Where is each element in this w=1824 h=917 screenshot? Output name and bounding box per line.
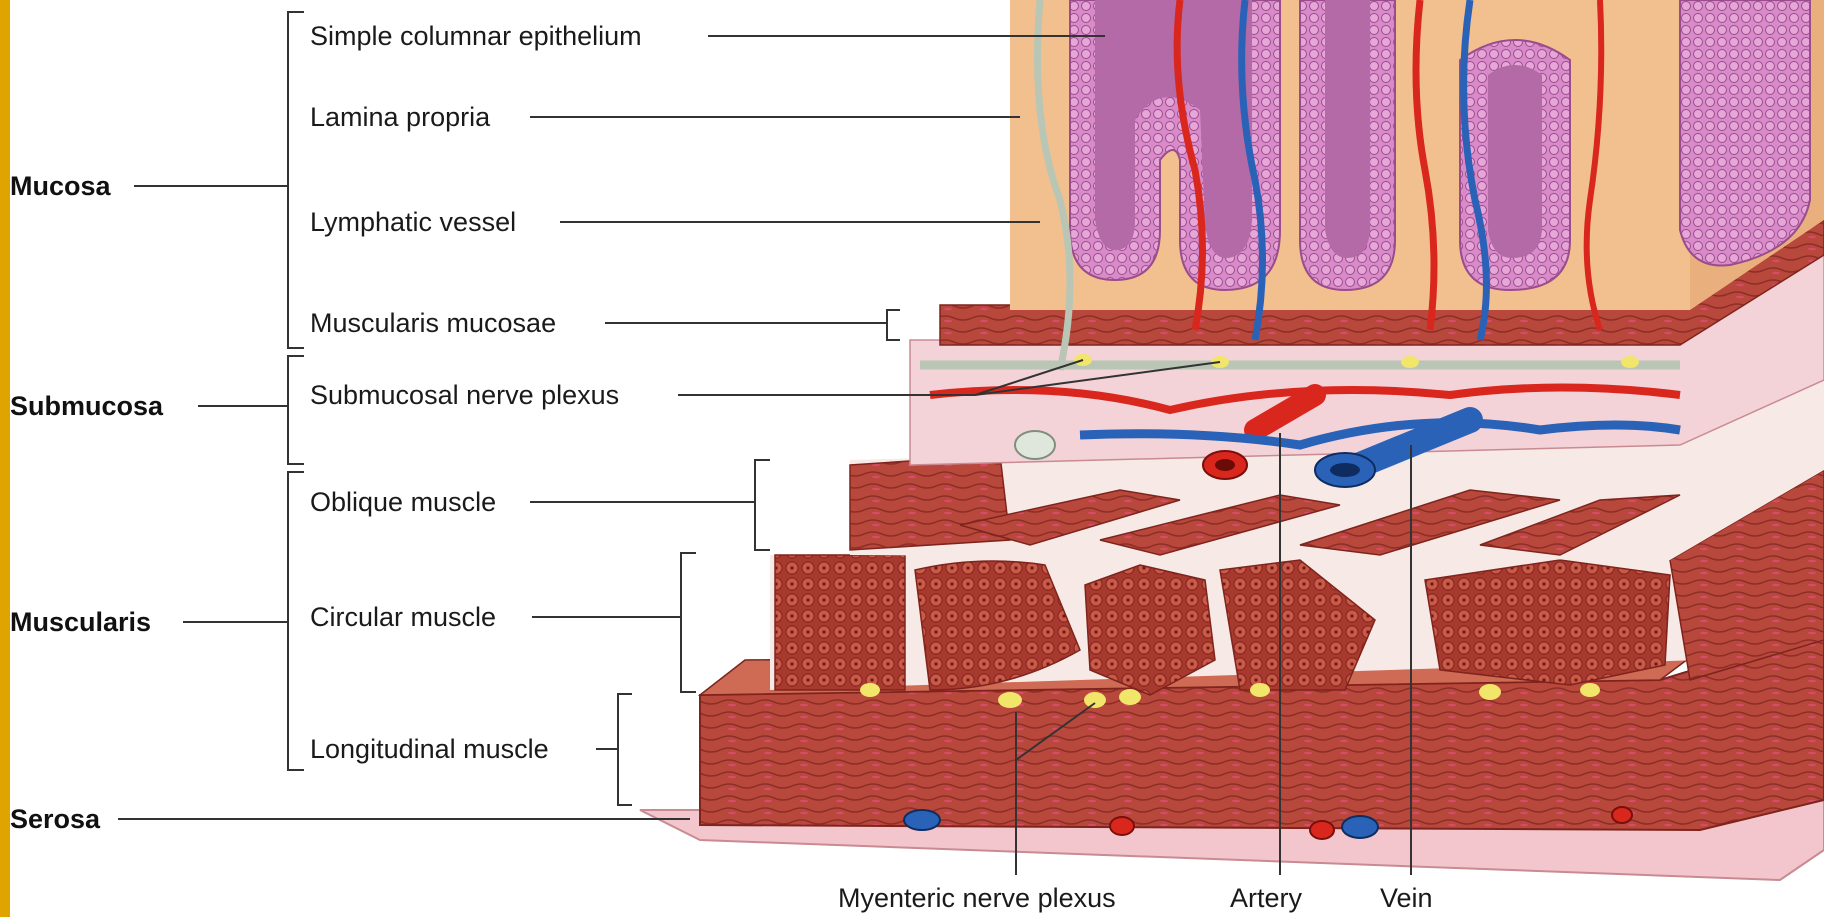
- muscularis-mucosae-bracket: [887, 310, 900, 340]
- label-lamina-propria: Lamina propria: [310, 102, 491, 132]
- label-simple-columnar-epithelium: Simple columnar epithelium: [310, 21, 642, 51]
- label-lymphatic-vessel: Lymphatic vessel: [310, 207, 516, 237]
- longitudinal-muscle-bracket: [618, 694, 632, 805]
- label-myenteric-nerve-plexus: Myenteric nerve plexus: [838, 883, 1116, 913]
- mucosa-bracket: [288, 12, 304, 348]
- left-accent-bar: [0, 0, 10, 917]
- label-oblique-muscle: Oblique muscle: [310, 487, 496, 517]
- label-muscularis-mucosae: Muscularis mucosae: [310, 308, 556, 338]
- label-muscularis: Muscularis: [10, 607, 151, 637]
- label-longitudinal-muscle: Longitudinal muscle: [310, 734, 549, 764]
- label-submucosa: Submucosa: [10, 391, 164, 421]
- circular-muscle-bracket: [681, 553, 696, 692]
- muscularis-bracket: [288, 472, 304, 770]
- label-mucosa: Mucosa: [10, 171, 112, 201]
- submucosa-bracket: [288, 356, 304, 464]
- label-vein: Vein: [1380, 883, 1433, 913]
- label-submucosal-nerve-plexus: Submucosal nerve plexus: [310, 380, 619, 410]
- tissue-illustration: [640, 0, 1824, 880]
- oblique-muscle-bracket: [755, 460, 770, 550]
- label-circular-muscle: Circular muscle: [310, 602, 496, 632]
- label-serosa: Serosa: [10, 804, 101, 834]
- label-artery: Artery: [1230, 883, 1303, 913]
